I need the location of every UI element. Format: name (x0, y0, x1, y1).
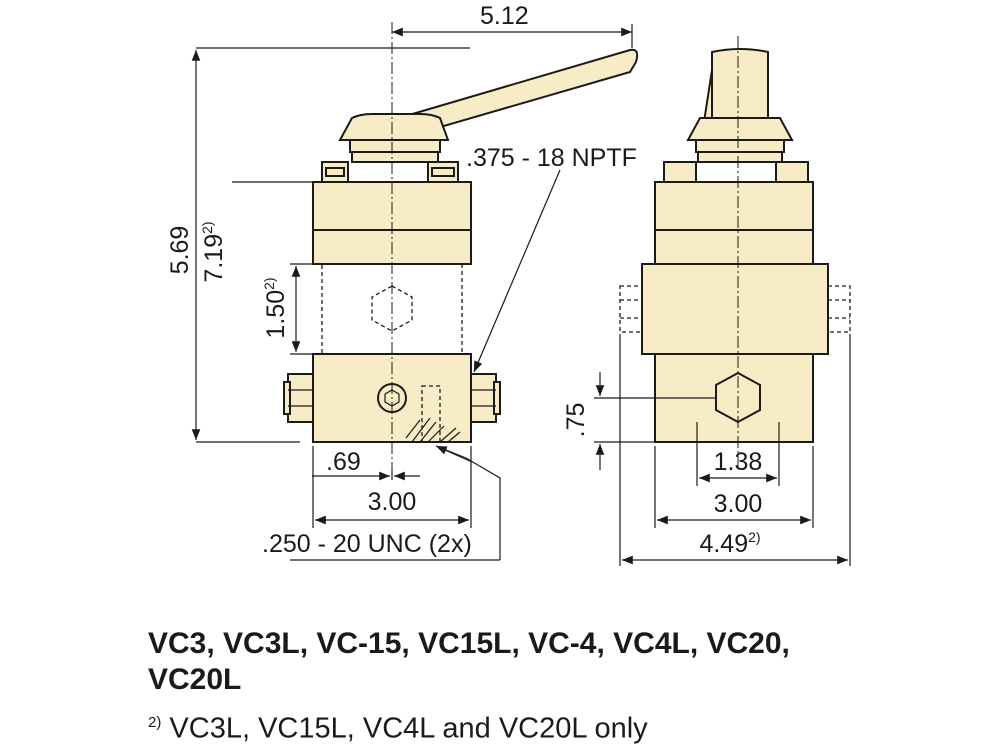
model-list: VC3, VC3L, VC-15, VC15L, VC-4, VC4L, VC2… (148, 627, 790, 696)
dimension-lines (191, 24, 851, 566)
dim-port-spacing: 1.38 (714, 448, 763, 476)
side-cap-screw-right (775, 161, 809, 183)
dim-port-height: .75 (562, 403, 590, 438)
threaded-hole (421, 385, 441, 443)
dim-pipe-port: .375 - 18 NPTF (466, 144, 637, 172)
dim-body-width-front: 3.00 (368, 488, 417, 516)
footnote-mark: 2) (148, 714, 162, 731)
nut-right (470, 373, 497, 423)
side-mid-body (641, 263, 829, 355)
dim-lever-reach: 5.12 (480, 2, 529, 30)
dim-body-width-side: 3.00 (714, 490, 763, 518)
footnote-text: VC3L, VC15L, VC4L and VC20L only (169, 712, 648, 745)
dim-body-height: 5.69 (166, 226, 194, 275)
hub-collar (349, 139, 441, 153)
dim-mount-thread: .250 - 20 UNC (2x) (262, 530, 472, 558)
side-upper-body (654, 181, 814, 265)
footnote: 2) VC3L, VC15L, VC4L and VC20L only (148, 706, 648, 746)
nut-left (287, 373, 314, 423)
dim-overall-width: 4.492) (699, 529, 760, 558)
stem (351, 151, 439, 163)
lever-post (711, 48, 769, 123)
side-hub (686, 117, 794, 141)
side-view (619, 36, 851, 470)
hidden-hex (371, 285, 413, 332)
lever-handle (388, 48, 639, 132)
dim-overall-height: 7.192) (199, 221, 228, 282)
dim-lever-port-spacing: 1.502) (261, 277, 290, 338)
lever-hub (338, 113, 450, 141)
dim-port-offset: .69 (326, 448, 361, 476)
front-view (283, 22, 639, 470)
side-cap-screw-left (663, 161, 697, 183)
